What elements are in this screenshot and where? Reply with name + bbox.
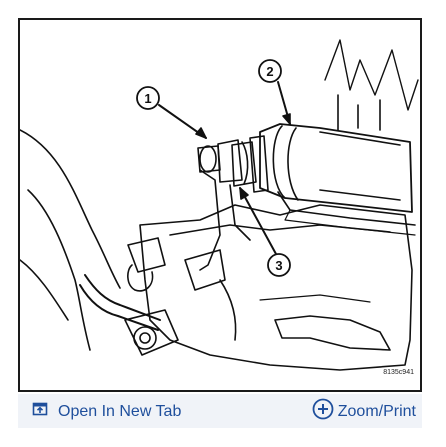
- zoom-plus-icon: [312, 398, 334, 425]
- open-in-new-tab-icon: [32, 401, 48, 422]
- svg-text:1: 1: [144, 91, 151, 106]
- svg-text:2: 2: [266, 64, 273, 79]
- diagram-frame: 1 2 3 8135c941: [18, 18, 422, 392]
- open-in-new-tab-label: Open In New Tab: [58, 402, 182, 420]
- callout-1: 1: [136, 86, 160, 110]
- callout-2: 2: [258, 59, 282, 83]
- figure-code: 8135c941: [383, 369, 414, 376]
- zoom-print-link[interactable]: Zoom/Print: [312, 398, 416, 425]
- callout-3: 3: [267, 253, 291, 277]
- open-in-new-tab-link[interactable]: Open In New Tab: [32, 401, 181, 422]
- svg-text:3: 3: [275, 258, 282, 273]
- brake-diagram-illustration: 1 2 3: [20, 39, 419, 371]
- zoom-print-label: Zoom/Print: [337, 402, 416, 420]
- image-toolbar: Open In New Tab Zoom/Print: [18, 394, 422, 428]
